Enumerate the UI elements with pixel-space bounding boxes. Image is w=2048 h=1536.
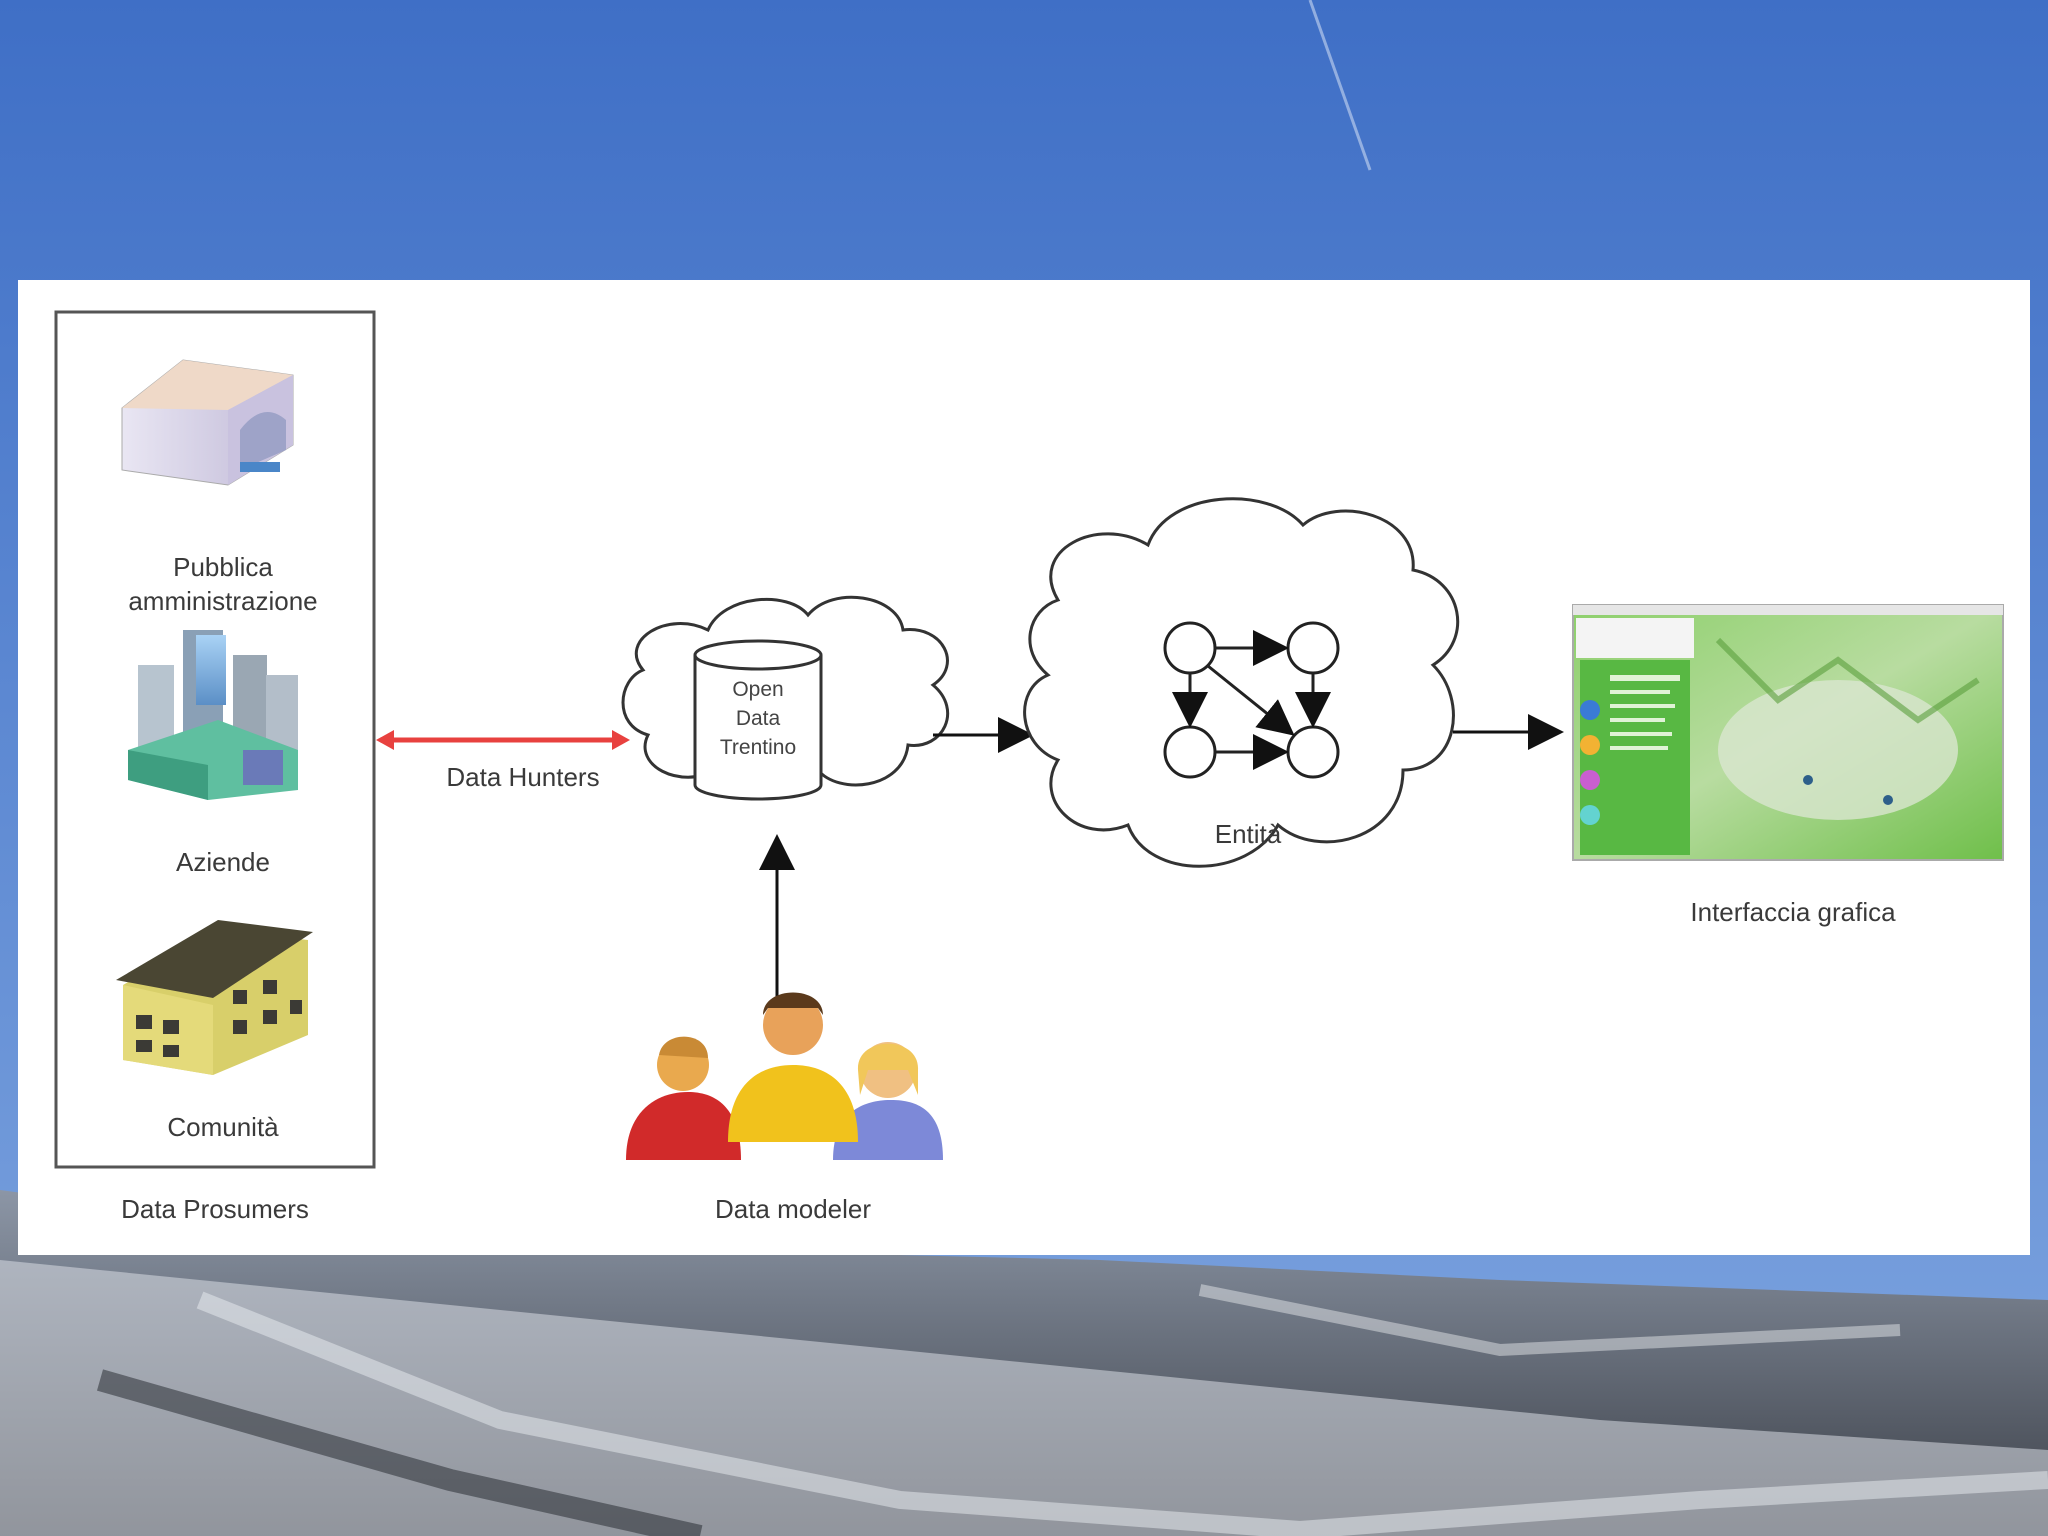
prosumer-label-public-administration: Pubblica amministrazione (78, 550, 368, 618)
data-hunters-arrow (376, 730, 630, 750)
prosumer-label-community: Comunità (78, 1110, 368, 1144)
map-interface-thumbnail (1573, 605, 2003, 860)
database-label: Open Data Trentino (700, 675, 816, 762)
companies-icon (128, 630, 298, 800)
interface-label: Interfaccia grafica (1608, 895, 1978, 929)
diagram-canvas (18, 280, 2030, 1255)
data-modeler-label: Data modeler (658, 1192, 928, 1226)
diagram-panel: Pubblica amministrazione Aziende Comunit… (18, 280, 2030, 1255)
data-prosumers-label: Data Prosumers (56, 1192, 374, 1226)
public-administration-icon (122, 360, 293, 485)
community-icon (116, 920, 313, 1075)
data-modeler-icon (626, 993, 943, 1161)
entities-label: Entità (1148, 817, 1348, 851)
entities-cloud (1025, 499, 1458, 866)
prosumer-label-companies: Aziende (78, 845, 368, 879)
data-hunters-label: Data Hunters (408, 760, 638, 794)
